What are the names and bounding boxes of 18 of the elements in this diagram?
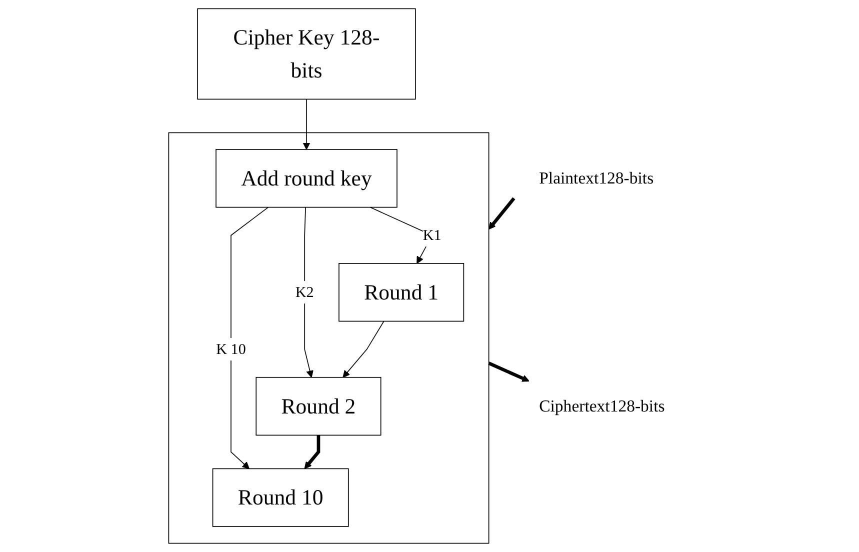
node-box: Round 1: [338, 263, 464, 322]
node-text: Plaintext128-bits: [539, 169, 654, 188]
arrow: [488, 197, 516, 230]
node-box: Add round key: [216, 149, 398, 208]
arrow: [230, 206, 269, 470]
edge-label: K 10: [216, 340, 246, 358]
edge-label: K1: [423, 226, 442, 244]
arrow: [304, 206, 314, 378]
edge-label: K2: [296, 284, 314, 300]
arrow: [488, 362, 530, 382]
node-box: Round 2: [256, 376, 382, 436]
node-text: Ciphertext128-bits: [539, 397, 665, 416]
arrow: [304, 435, 320, 470]
cluster: [168, 132, 490, 544]
arrow: [303, 98, 310, 150]
arrow: [342, 320, 384, 378]
node-box: Cipher Key 128-bits: [197, 8, 416, 100]
node-box: Round 10: [212, 468, 349, 527]
